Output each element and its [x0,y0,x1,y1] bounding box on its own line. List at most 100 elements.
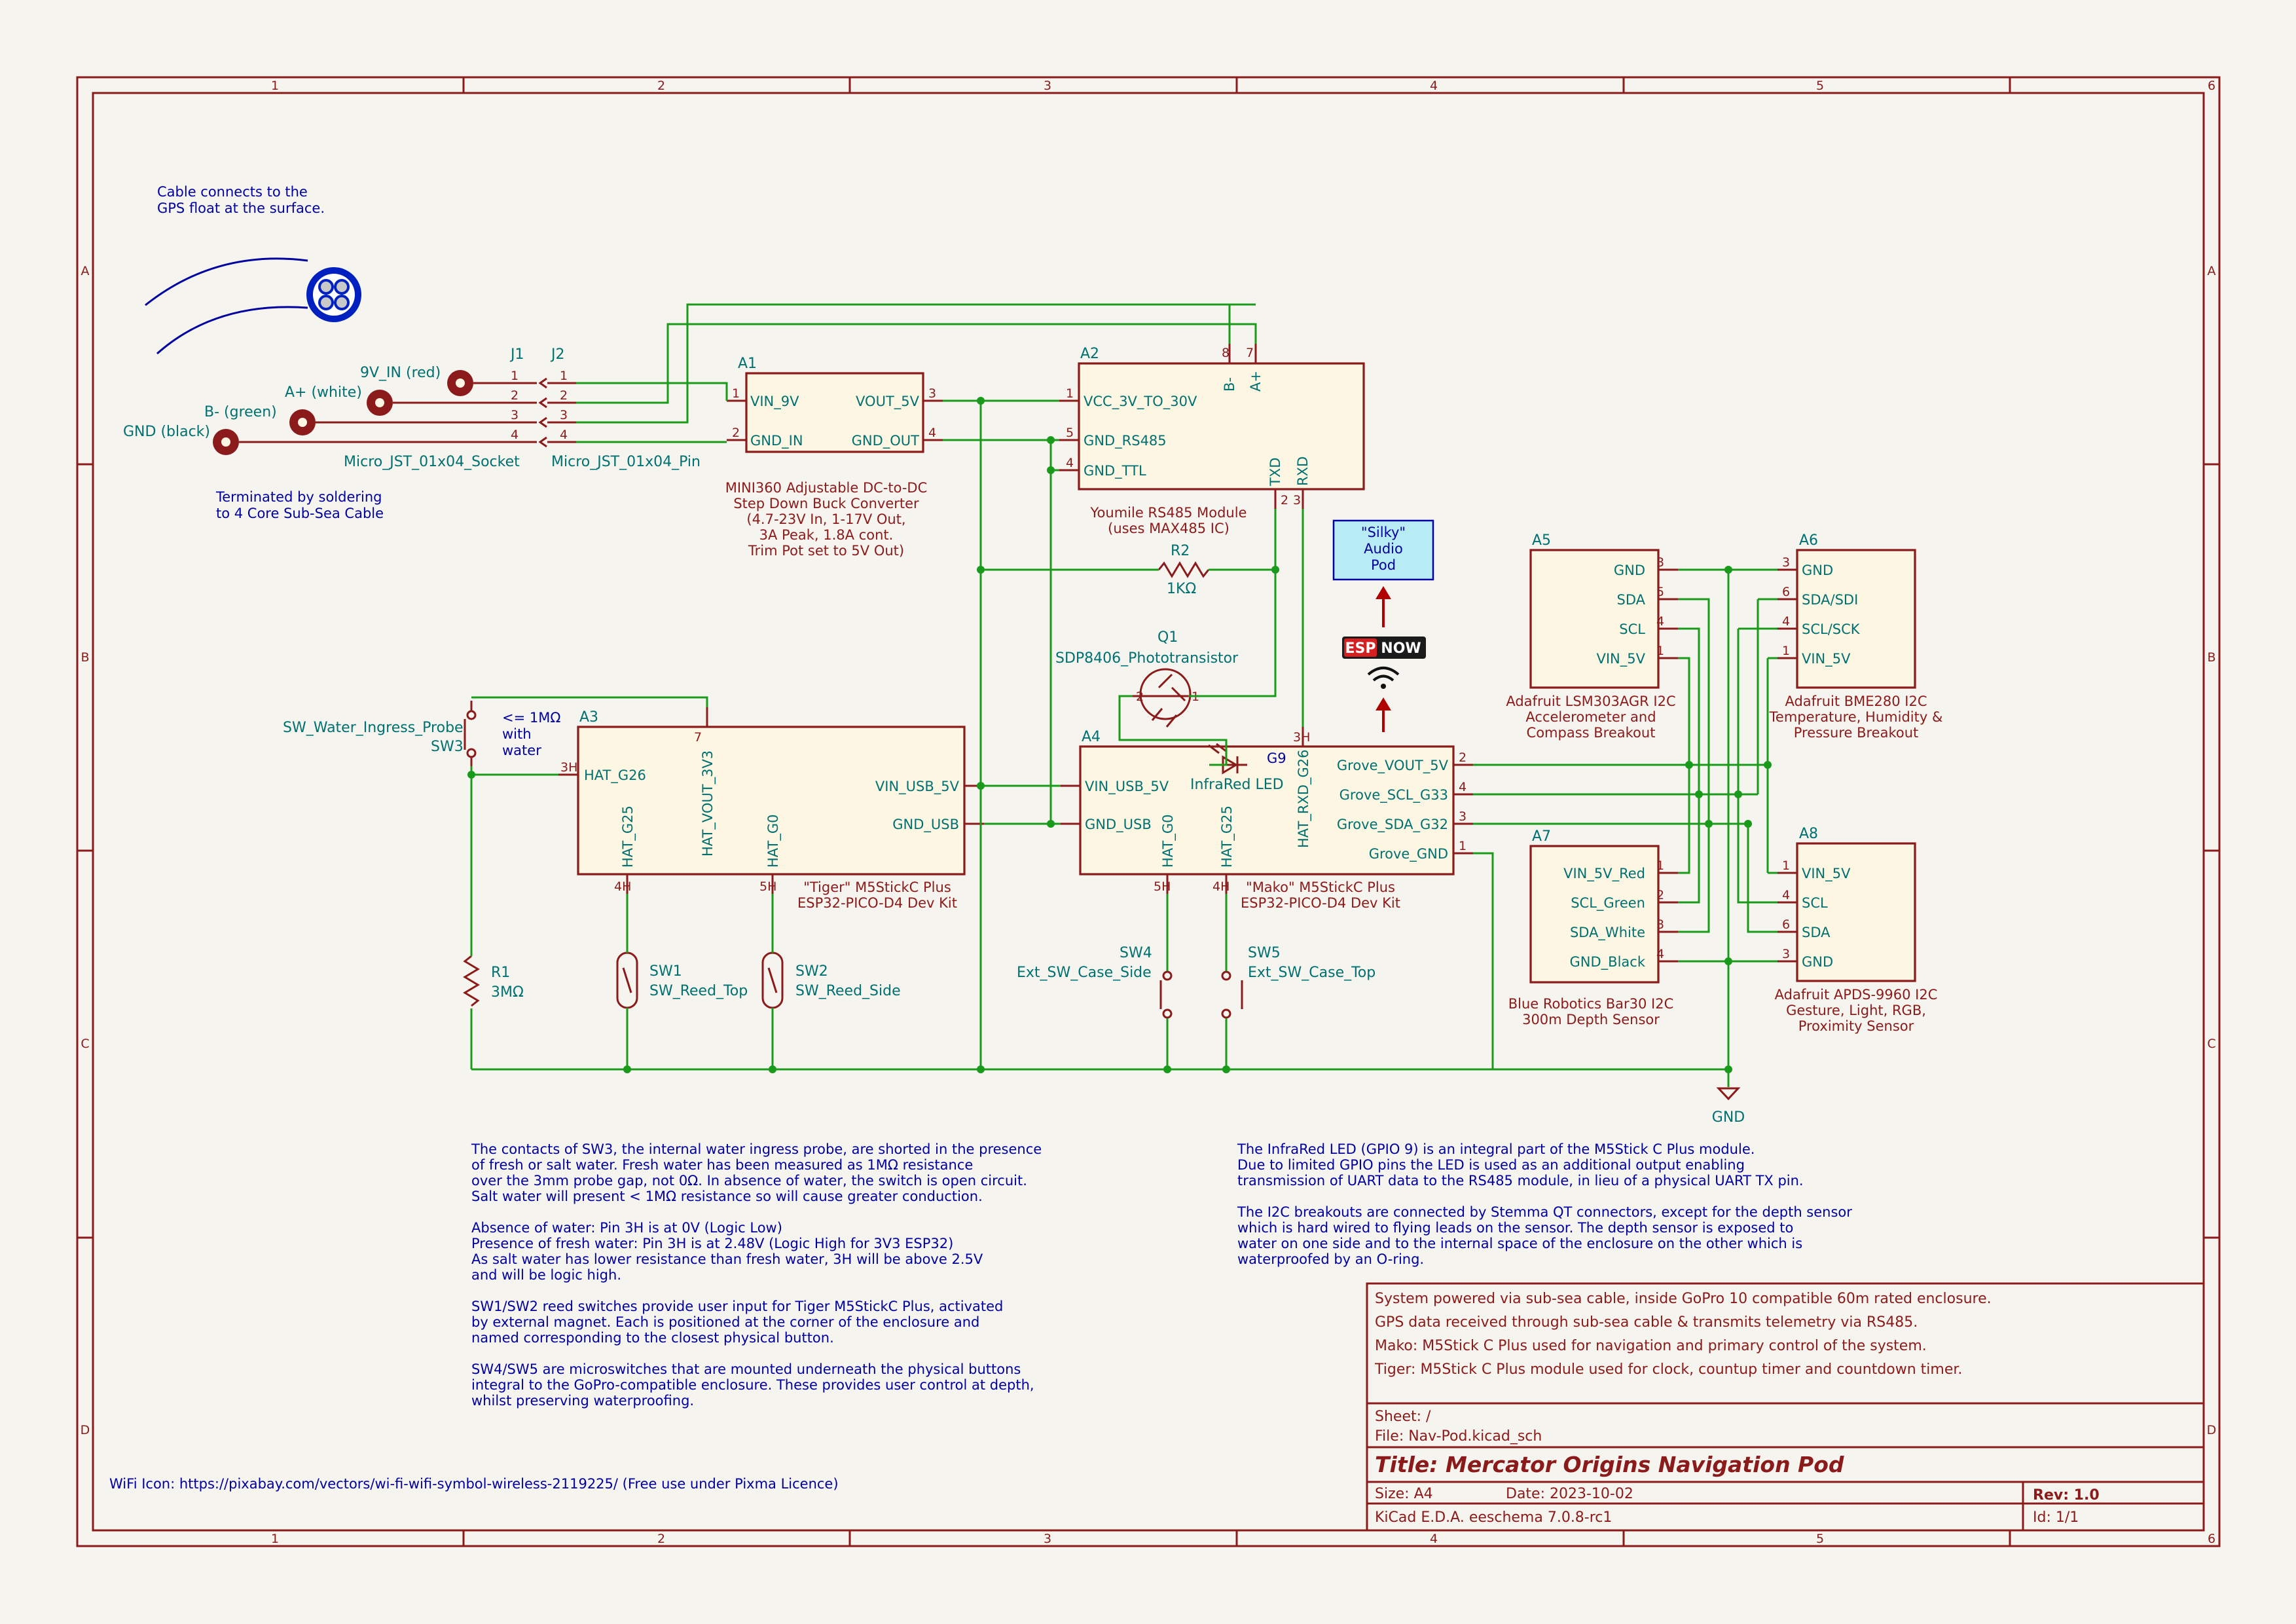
notes-left-line: SW1/SW2 reed switches provide user input… [471,1299,1003,1314]
gnd-symbol-label: GND [1712,1109,1745,1126]
notes-left-line: named corresponding to the closest physi… [471,1330,834,1346]
a8-pin-vin: VIN_5V [1802,866,1851,882]
sw4-ref: SW4 [1120,945,1152,961]
a6-ref: A6 [1799,532,1818,549]
a4-pinnum-3: 3 [1459,809,1467,824]
a7-pinnum-1: 1 [1656,858,1664,873]
a1-buck-converter [745,372,924,453]
a4-pinnum-1: 1 [1459,839,1467,853]
a2-pin-txd: TXD [1267,458,1283,487]
notes-left-line: integral to the GoPro-compatible enclosu… [471,1377,1034,1393]
j2-pin-3: 3 [560,408,568,422]
notes-left-line: Absence of water: Pin 3H is at 0V (Logic… [471,1220,782,1236]
a1-desc-5: Trim Pot set to 5V Out) [748,543,904,559]
notes-right-line: which is hard wired to flying leads on t… [1237,1220,1793,1236]
a2-ref: A2 [1080,346,1099,362]
a5-pin-scl: SCL [1619,621,1645,637]
a8-ref: A8 [1799,826,1818,842]
a4-pinnum-2: 2 [1459,750,1467,765]
a8-pinnum-vin: 1 [1782,858,1790,873]
grid-col-1: 1 [271,79,279,93]
up-arrow-icon-2 [1376,697,1391,732]
grid-row-d: D [81,1423,90,1437]
a3-tiger-m5stickc [577,726,966,876]
j1-pin-3: 3 [511,408,519,422]
a6-pin-scl: SCL/SCK [1802,621,1861,637]
terminal-a-plus-label: A+ (white) [285,384,362,401]
sw2-value: SW_Reed_Side [795,983,901,999]
a2-pinnum-5: 5 [1066,426,1074,440]
sw1-reed-switch [616,951,638,1009]
grid-col-2: 2 [657,79,665,93]
a4-pin-grove-gnd: Grove_GND [1369,846,1448,862]
silky-label-2: Audio [1364,541,1403,557]
j1-pin-2: 2 [511,388,519,403]
notes-right-line: The InfraRed LED (GPIO 9) is an integral… [1237,1141,1755,1157]
a1-desc-4: 3A Peak, 1.8A cont. [759,527,894,543]
notes-right-line: water on one side and to the internal sp… [1237,1236,1802,1251]
a7-pinnum-3: 3 [1656,917,1664,932]
q1-phototransistor [1133,668,1192,728]
notes-left-line: over the 3mm probe gap, not 0Ω. In absen… [471,1173,1027,1189]
a1-pinnum-2: 2 [732,426,740,440]
sheet-frame [76,76,2221,1547]
sw3-ref: SW3 [431,739,464,755]
j1-ref: J1 [509,346,524,363]
a1-desc-1: MINI360 Adjustable DC-to-DC [725,480,928,496]
a4-pinnum-3h: 3H [1293,730,1310,745]
a3-pin-hat-g26: HAT_G26 [584,767,646,784]
sw3-note-3: water [502,743,541,758]
a4-pin-hat-g25: HAT_G25 [1219,805,1235,868]
a3-desc-2: ESP32-PICO-D4 Dev Kit [797,895,957,911]
title-block-size: Size: A4 [1375,1486,1433,1502]
a5-desc-1: Adafruit LSM303AGR I2C [1506,693,1675,709]
sw5-ref: SW5 [1248,945,1281,961]
notes-left-line: The contacts of SW3, the internal water … [471,1141,1042,1157]
a8-pin-gnd: GND [1802,954,1833,970]
a1-pin-gnd-out: GND_OUT [852,433,920,449]
a4-pin-grove-sda: Grove_SDA_G32 [1337,817,1448,833]
title-block-comment-1: System powered via sub-sea cable, inside… [1375,1291,1992,1307]
grid-labels: 1 2 3 4 5 6 1 2 3 4 5 6 A B C D A B C D [81,79,2217,1546]
a4-mako-m5stickc [1079,745,1455,876]
notes-left-line: by external magnet. Each is positioned a… [471,1314,979,1330]
sw1-ref: SW1 [649,963,682,980]
terminal-9v [447,370,506,396]
title-block-rev: Rev: 1.0 [2033,1487,2100,1504]
sw3-note-2: with [502,726,532,742]
a5-pinnum-vin: 1 [1656,644,1664,658]
wifi-icon-credit: WiFi Icon: https://pixabay.com/vectors/w… [109,1476,839,1492]
a6-desc-3: Pressure Breakout [1794,725,1919,741]
cable-note-line-1: Cable connects to the [157,184,308,200]
r1-value: 3MΩ [491,984,524,1001]
a2-desc-2: (uses MAX485 IC) [1108,521,1230,536]
silky-label-1: "Silky" [1361,525,1406,540]
notes-left: The contacts of SW3, the internal water … [471,1141,1042,1409]
a4-pin-vin-usb: VIN_USB_5V [1085,779,1169,795]
a2-pinnum-1: 1 [1066,386,1074,401]
a1-pin-vout: VOUT_5V [856,394,920,410]
title-block-title: Title: Mercator Origins Navigation Pod [1375,1452,1844,1477]
terminal-gnd-label: GND (black) [123,424,210,440]
notes-left-line: Presence of fresh water: Pin 3H is at 2.… [471,1236,953,1251]
notes-left-line: As salt water has lower resistance than … [471,1251,983,1267]
a1-desc-2: Step Down Buck Converter [733,496,919,511]
grid-row-c-right: C [2207,1037,2215,1051]
a6-pinnum-gnd: 3 [1782,555,1790,570]
a7-desc-2: 300m Depth Sensor [1522,1012,1660,1027]
r1-resistor [463,955,480,1007]
a2-pinnum-4: 4 [1066,456,1074,470]
sw5-microswitch [1221,970,1243,1019]
sw1-value: SW_Reed_Top [649,983,748,999]
a5-pin-gnd: GND [1614,563,1645,578]
j2-pin-2: 2 [560,388,568,403]
r1-ref: R1 [491,965,510,981]
a3-pinnum-3h: 3H [560,760,577,775]
a4-pin-gnd-usb: GND_USB [1085,817,1152,833]
title-block-tool: KiCad E.D.A. eeschema 7.0.8-rc1 [1375,1509,1612,1526]
grid-col-3: 3 [1044,79,1051,93]
a3-desc-1: "Tiger" M5StickC Plus [803,879,951,895]
grid-col-5-bottom: 5 [1816,1532,1824,1546]
grid-col-2-bottom: 2 [657,1532,665,1546]
a5-pinnum-gnd: 3 [1656,555,1664,570]
